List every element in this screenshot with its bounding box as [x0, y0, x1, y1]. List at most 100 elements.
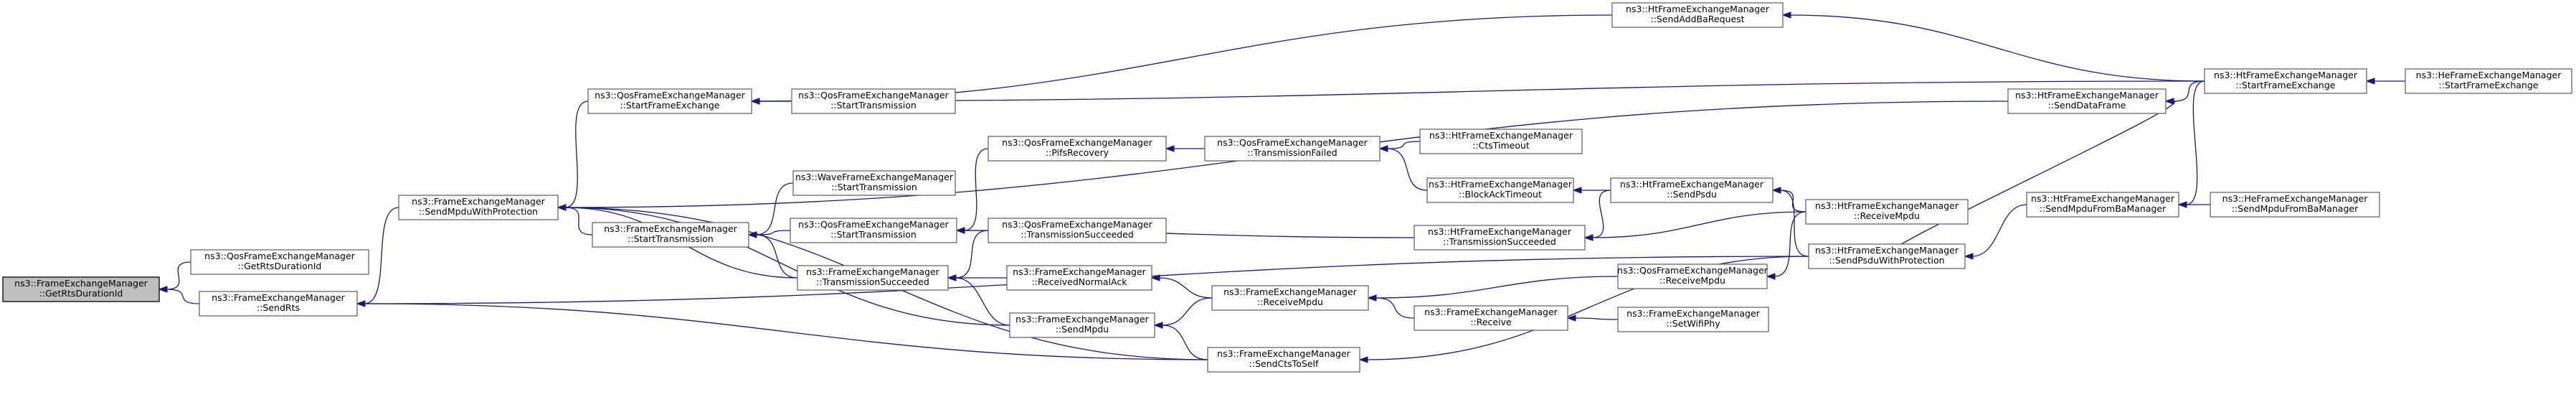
node-label-2: ::SendCtsToSelf — [1249, 358, 1319, 369]
node-label-2: ::GetRtsDurationId — [238, 261, 322, 271]
node-n29[interactable]: ns3::HtFrameExchangeManager::SendMpduFro… — [2026, 192, 2179, 218]
node-n24[interactable]: ns3::FrameExchangeManager::SetWifiPhy — [1617, 307, 1769, 332]
node-n2[interactable]: ns3::FrameExchangeManager::SendRts — [199, 291, 358, 317]
node-box — [587, 88, 752, 114]
node-box — [2026, 192, 2179, 218]
node-n21[interactable]: ns3::FrameExchangeManager::Receive — [1414, 305, 1568, 331]
node-box — [1204, 136, 1381, 162]
arrowhead — [356, 300, 366, 307]
node-n25[interactable]: ns3::HtFrameExchangeManager::SendDataFra… — [2007, 88, 2167, 114]
node-n10[interactable]: ns3::FrameExchangeManager::TransmissionS… — [797, 265, 949, 291]
arrowhead — [2365, 78, 2375, 85]
node-label-1: ns3::FrameExchangeManager — [1626, 308, 1760, 319]
node-n14[interactable]: ns3::FrameExchangeManager::SendMpdu — [1009, 312, 1155, 338]
node-label-2: ::SendMpdu — [1056, 324, 1109, 335]
node-n6[interactable]: ns3::HtFrameExchangeManager::SendAddBaRe… — [1611, 2, 1784, 28]
arrowhead — [955, 227, 965, 234]
node-label-2: ::CtsTimeout — [1472, 140, 1530, 151]
node-n7[interactable]: ns3::QosFrameExchangeManager::StartTrans… — [791, 88, 956, 114]
node-box — [592, 222, 749, 248]
node-n16[interactable]: ns3::QosFrameExchangeManager::Transmissi… — [1204, 136, 1381, 162]
node-label-2: ::StartTransmission — [628, 233, 714, 244]
edge-n27-to-n22 — [1771, 187, 1809, 257]
arrowhead — [2177, 201, 2187, 208]
node-box — [1419, 129, 1583, 154]
node-box — [1611, 2, 1784, 28]
node-box — [1414, 225, 1586, 251]
edge-n28-to-n4 — [750, 80, 2205, 105]
edge-line — [1591, 190, 1611, 238]
node-n4[interactable]: ns3::QosFrameExchangeManager::StartFrame… — [587, 88, 752, 114]
edge-n30-to-n28 — [2365, 78, 2405, 85]
node-n18[interactable]: ns3::HtFrameExchangeManager::BlockAckTim… — [1426, 177, 1574, 203]
node-box — [2405, 68, 2572, 94]
node-n22[interactable]: ns3::HtFrameExchangeManager::SendPsdu — [1610, 177, 1774, 203]
node-label-2: ::SendRts — [257, 302, 300, 313]
node-n20[interactable]: ns3::FrameExchangeManager::ReceiveMpdu — [1211, 285, 1369, 311]
node-n13[interactable]: ns3::FrameExchangeManager::ReceivedNorma… — [1006, 265, 1152, 291]
arrowhead — [747, 231, 757, 238]
node-label-1: ns3::HtFrameExchangeManager — [1626, 4, 1770, 14]
node-box — [1808, 243, 1966, 269]
node-n5[interactable]: ns3::FrameExchangeManager::StartTransmis… — [592, 222, 749, 248]
node-label-1: ns3::HtFrameExchangeManager — [1429, 130, 1573, 141]
edge-line — [1789, 14, 2205, 82]
arrowhead — [1766, 273, 1776, 280]
edge-line — [1591, 211, 1806, 238]
edge-line — [166, 289, 200, 304]
arrowhead — [1583, 234, 1594, 241]
node-box — [1207, 347, 1360, 373]
node-label-1: ns3::FrameExchangeManager — [212, 292, 345, 303]
node-n28[interactable]: ns3::HtFrameExchangeManager::StartFrameE… — [2204, 68, 2367, 94]
arrowhead — [1566, 314, 1576, 322]
arrowhead — [1771, 187, 1781, 194]
node-box — [1211, 285, 1369, 311]
node-label-1: ns3::QosFrameExchangeManager — [1002, 219, 1152, 230]
node-n31[interactable]: ns3::HeFrameExchangeManager::SendMpduFro… — [2210, 192, 2380, 218]
edge-n8-to-n5 — [747, 182, 794, 238]
edge-line — [1375, 297, 1415, 319]
edge-n26-to-n19 — [1583, 211, 1806, 241]
edge-line — [955, 277, 1010, 326]
node-n9[interactable]: ns3::QosFrameExchangeManager::StartTrans… — [790, 218, 957, 243]
node-n15[interactable]: ns3::FrameExchangeManager::SendCtsToSelf — [1207, 347, 1360, 373]
edge-n14-to-n10 — [947, 274, 1010, 326]
node-label-1: ns3::FrameExchangeManager — [1015, 314, 1149, 325]
node-n11[interactable]: ns3::QosFrameExchangeManager::PifsRecove… — [988, 136, 1167, 162]
edge-line — [1158, 277, 1213, 299]
arrowhead — [158, 286, 168, 293]
arrowhead — [1165, 145, 1175, 152]
node-label-1: ns3::QosFrameExchangeManager — [204, 251, 355, 261]
node-n1[interactable]: ns3::QosFrameExchangeManager::GetRtsDura… — [190, 249, 369, 275]
node-label-2: ::SetWifiPhy — [1666, 318, 1720, 329]
node-label-2: ::StartTransmission — [830, 229, 917, 240]
graph-nodes: ns3::FrameExchangeManager::GetRtsDuratio… — [2, 2, 2572, 373]
node-n17[interactable]: ns3::HtFrameExchangeManager::CtsTimeout — [1419, 129, 1583, 154]
node-box — [792, 170, 956, 196]
node-n27[interactable]: ns3::HtFrameExchangeManager::SendPsduWit… — [1808, 243, 1966, 269]
node-n0[interactable]: ns3::FrameExchangeManager::GetRtsDuratio… — [2, 276, 160, 302]
node-n3[interactable]: ns3::FrameExchangeManager::SendMpduWithP… — [398, 195, 559, 220]
node-label-1: ns3::HtFrameExchangeManager — [2214, 70, 2358, 80]
edge-n16-to-n11 — [1165, 145, 1206, 152]
node-n30[interactable]: ns3::HeFrameExchangeManager::StartFrameE… — [2405, 68, 2572, 94]
edge-line — [963, 148, 989, 231]
edge-n27-to-n25 — [1884, 98, 2176, 257]
node-n26[interactable]: ns3::HtFrameExchangeManager::ReceiveMpdu — [1805, 199, 1969, 225]
edge-line — [755, 234, 798, 279]
edge-line — [758, 14, 1613, 102]
node-n8[interactable]: ns3::WaveFrameExchangeManager::StartTran… — [792, 170, 956, 196]
node-label-2: ::StartTransmission — [831, 182, 917, 192]
node-n23[interactable]: ns3::QosFrameExchangeManager::ReceiveMpd… — [1617, 263, 1768, 289]
node-label-1: ns3::QosFrameExchangeManager — [1617, 265, 1768, 276]
edge-line — [1574, 317, 1619, 320]
node-box — [1006, 265, 1152, 291]
node-label-2: ::PifsRecovery — [1046, 147, 1109, 158]
node-n12[interactable]: ns3::QosFrameExchangeManager::Transmissi… — [988, 218, 1167, 243]
node-n19[interactable]: ns3::HtFrameExchangeManager::Transmissio… — [1414, 225, 1586, 251]
node-box — [1617, 263, 1768, 289]
edge-n18-to-n16 — [1378, 145, 1428, 191]
node-box — [1610, 177, 1774, 203]
edge-line — [564, 101, 589, 208]
